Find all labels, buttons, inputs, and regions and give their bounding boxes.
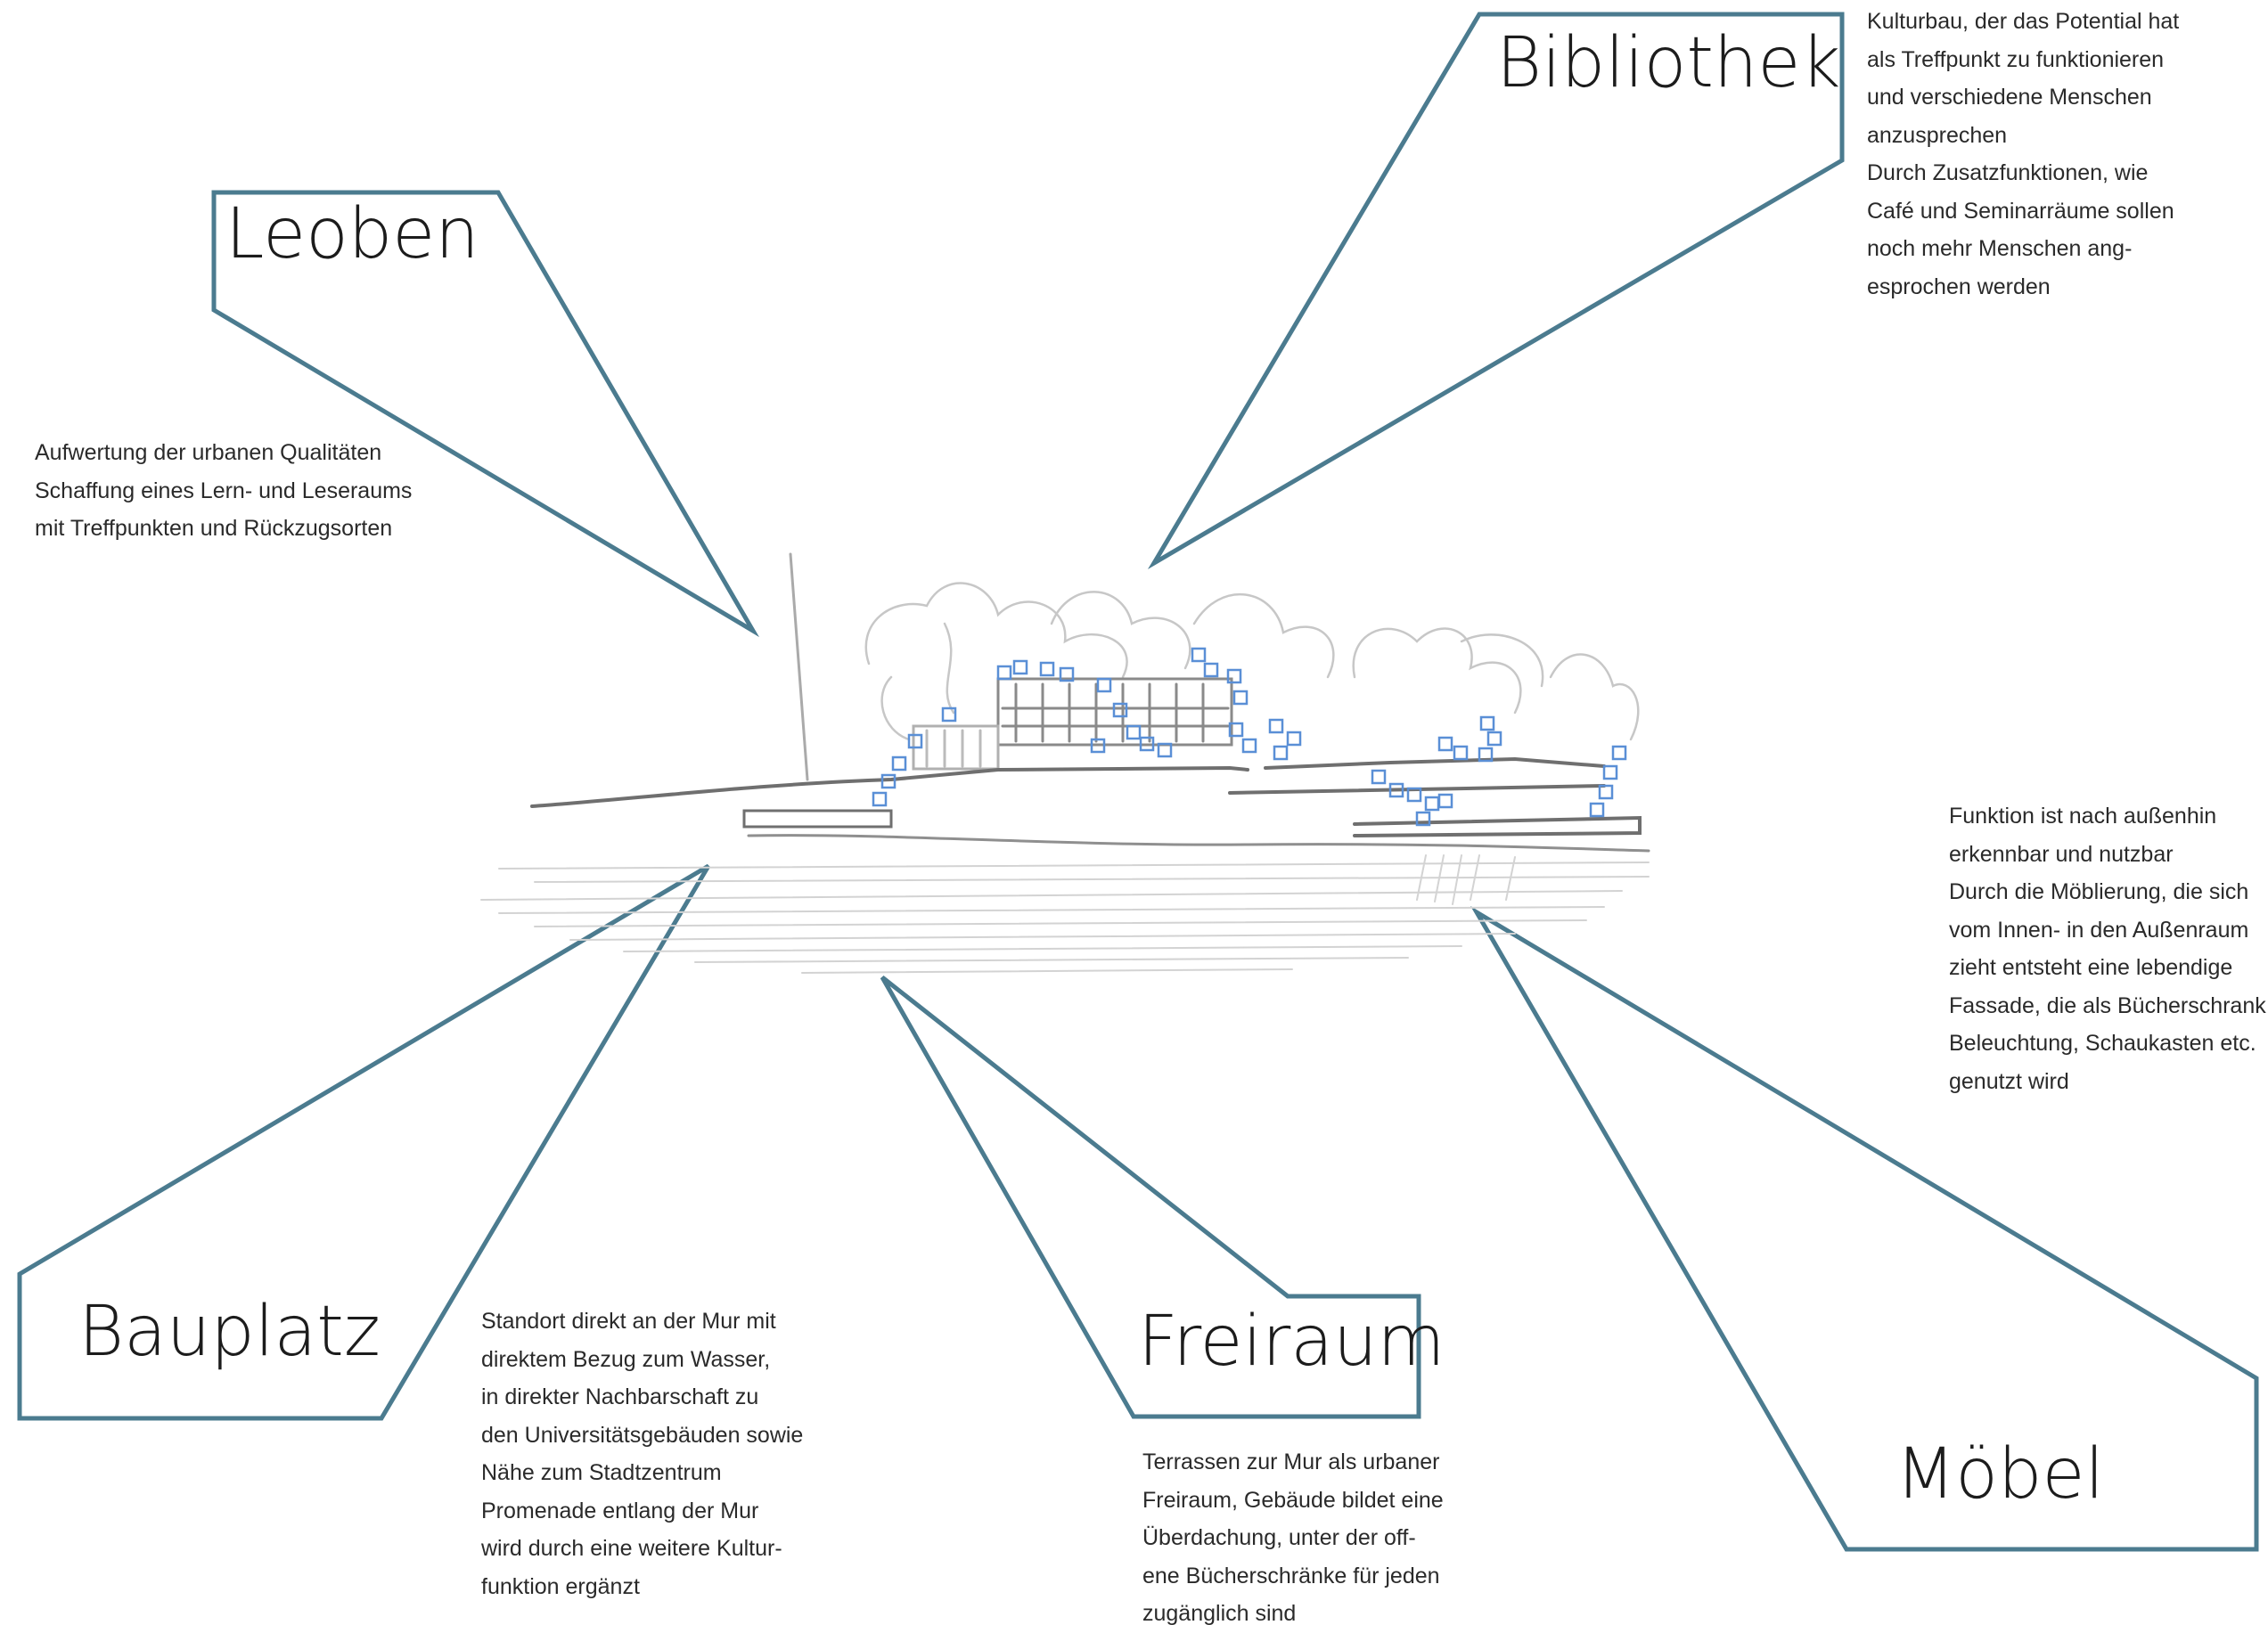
leoben-line: Aufwertung der urbanen Qualitäten [35,440,382,465]
bauplatz-line: den Universitätsgebäuden sowie [481,1422,804,1448]
bauplatz-line: direktem Bezug zum Wasser, [481,1346,771,1372]
leoben-line: mit Treffpunkten und Rückzugsorten [35,516,393,541]
moebel-line: Durch die Möblierung, die sich [1949,879,2249,904]
moebel-line: erkennbar und nutzbar [1949,841,2174,867]
moebel-line: genutzt wird [1949,1068,2069,1094]
freiraum-line: Überdachung, unter der off- [1142,1525,1416,1550]
moebel-line: Funktion ist nach außenhin [1949,804,2217,829]
bibliothek-line: Kulturbau, der das Potential hat [1867,9,2180,34]
furniture-boxes [872,647,1627,827]
leoben-description: Aufwertung der urbanen Qualitäten Schaff… [35,434,412,548]
building-volume [912,677,1233,771]
bibliothek-line: anzusprechen [1867,122,2008,148]
bauplatz-line: Nähe zum Stadtzentrum [481,1460,722,1485]
moebel-line: Beleuchtung, Schaukasten etc. [1949,1031,2256,1056]
river-hatching [480,854,1650,974]
mast [789,552,809,781]
freiraum-line: Freiraum, Gebäude bildet eine [1142,1487,1444,1513]
bibliothek-line: als Treffpunkt zu funktionieren [1867,46,2165,72]
tree-scribbles [864,582,1640,741]
moebel-title: Möbel [1895,1434,2105,1515]
leoben-line: Schaffung eines Lern- und Leseraums [35,478,413,503]
freiraum-description: Terrassen zur Mur als urbaner Freiraum, … [1142,1443,1444,1625]
bibliothek-title: Bibliothek [1496,23,1841,103]
freiraum-line: ene Bücherschränke für jeden [1142,1563,1440,1588]
freiraum-line: Terrassen zur Mur als urbaner [1142,1449,1440,1474]
bauplatz-callout-outline [17,863,711,1421]
bauplatz-line: wird durch eine weitere Kultur- [481,1536,782,1561]
moebel-description: Funktion ist nach außenhin erkennbar und… [1949,797,2268,1100]
leoben-callout-outline [211,190,760,638]
bibliothek-line: esprochen werden [1867,274,2051,299]
bibliothek-line: und verschiedene Menschen [1867,85,2152,110]
bauplatz-description: Standort direkt an der Mur mit direktem … [481,1302,803,1605]
freiraum-callout-outline [880,976,1421,1419]
building-sketch [480,552,1650,974]
bauplatz-line: in direkter Nachbarschaft zu [481,1384,759,1409]
bibliothek-line: noch mehr Menschen ang- [1867,236,2133,261]
leoben-title: Leoben [225,194,479,274]
bibliothek-callout-outline [1147,12,1845,570]
moebel-line: vom Innen- in den Außenraum [1949,917,2249,943]
bibliothek-line: Durch Zusatzfunktionen, wie [1867,160,2149,185]
moebel-line: Fassade, die als Bücherschrank, [1949,992,2268,1018]
bauplatz-line: Promenade entlang der Mur [481,1498,759,1523]
terraces [530,756,1650,853]
bibliothek-line: Café und Seminarräume sollen [1867,198,2174,224]
bauplatz-line: funktion ergänzt [481,1573,640,1599]
moebel-callout-outline [1470,905,2259,1552]
moebel-line: zieht entsteht eine lebendige [1949,955,2233,980]
bauplatz-line: Standort direkt an der Mur mit [481,1309,776,1334]
freiraum-line: zugänglich sind [1142,1601,1297,1625]
bibliothek-description: Kulturbau, der das Potential hat als Tre… [1867,3,2179,306]
bauplatz-title: Bauplatz [78,1292,381,1372]
freiraum-title: Freiraum [1138,1302,1445,1382]
